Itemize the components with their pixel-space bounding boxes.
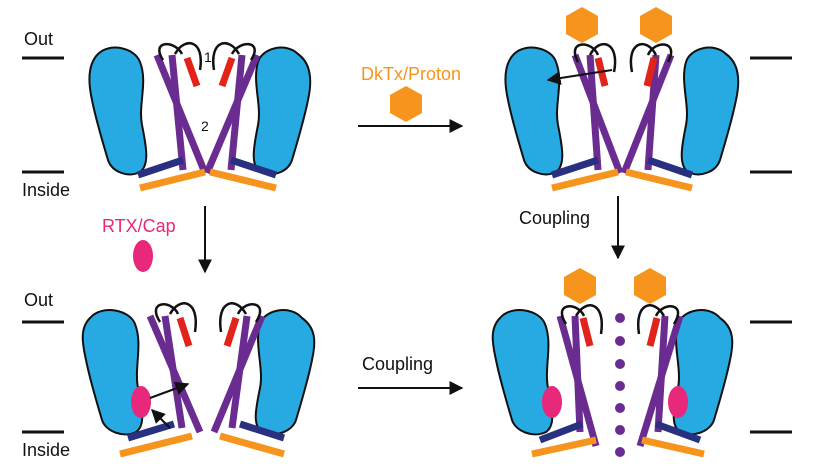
- label-dktx-proton: DkTx/Proton: [361, 64, 461, 84]
- linker-stub-right: [238, 420, 286, 442]
- toxin-hexagon-left: [566, 7, 598, 43]
- label-coupling-horizontal: Coupling: [362, 354, 433, 374]
- helix-s5-left: [161, 315, 186, 429]
- ion-dot: [615, 403, 625, 413]
- rtx-ligand-bound: [131, 386, 151, 418]
- marker-2: 2: [201, 118, 209, 134]
- trp-bar-left: [139, 168, 206, 192]
- ligand-push-arrow: [149, 381, 190, 399]
- label-coupling-vertical: Coupling: [519, 208, 590, 228]
- pore-loop-right: [218, 302, 262, 333]
- linker-stub-right: [646, 156, 694, 179]
- label-rtx-cap: RTX/Cap: [102, 216, 176, 236]
- trp-bar-right: [219, 432, 285, 458]
- ion-permeation-dots: [615, 313, 625, 457]
- ion-dot: [615, 447, 625, 457]
- trp-bar-right: [209, 168, 277, 192]
- pore-helix-left: [183, 56, 201, 88]
- pore-loop-right: [211, 42, 256, 71]
- pore-loop-left: [158, 42, 203, 71]
- linker-stub-right: [229, 156, 278, 179]
- proton-hexagon: [390, 86, 422, 122]
- ion-dot: [615, 381, 625, 391]
- rtx-ligand: [133, 240, 153, 272]
- pore-loop-left: [560, 304, 604, 335]
- pore-helix-movement-arrow: [546, 69, 613, 85]
- label-inside: Inside: [22, 180, 70, 200]
- pore-loop-left: [154, 302, 198, 333]
- pore-helix-right: [646, 317, 661, 347]
- label-out: Out: [24, 290, 53, 310]
- helix-s6-right: [620, 53, 675, 175]
- voltage-sensor-left: [491, 309, 554, 436]
- linker-stub-left: [136, 156, 185, 179]
- linker-stub-right: [654, 420, 702, 444]
- helix-s5-right: [228, 315, 251, 429]
- linker-stub-left: [126, 420, 176, 442]
- panel-closed: Out Inside 1 2: [22, 29, 312, 200]
- pore-helix-right: [223, 316, 240, 348]
- voltage-sensor-right: [254, 309, 316, 436]
- voltage-sensor-left: [81, 309, 144, 436]
- voltage-sensor-left: [504, 46, 564, 176]
- helix-s5-left: [571, 315, 584, 433]
- label-inside: Inside: [22, 440, 70, 460]
- pore-loop-right: [629, 43, 673, 73]
- pore-loop-left: [573, 43, 617, 73]
- ion-dot: [615, 336, 625, 346]
- marker-1: 1: [204, 49, 212, 65]
- rtx-ligand-bound-left: [542, 386, 562, 418]
- toxin-hexagon-right: [640, 7, 672, 43]
- ion-dot: [615, 425, 625, 435]
- ion-dot: [615, 359, 625, 369]
- rtx-ligand-bound-right: [668, 386, 688, 418]
- trp-bar-right: [625, 168, 693, 192]
- pore-helix-right: [218, 56, 236, 88]
- helix-s5-right: [654, 315, 669, 433]
- pore-helix-left: [176, 316, 193, 348]
- trp-bar-left: [531, 436, 597, 458]
- voltage-sensor-right: [252, 46, 312, 176]
- voltage-sensor-right: [680, 46, 740, 176]
- toxin-hexagon-right: [634, 268, 666, 304]
- pore-loop-right: [636, 304, 680, 335]
- trp-bar-right: [641, 436, 705, 458]
- panel-toxin-bound: [504, 7, 792, 192]
- pore-helix-right: [643, 57, 658, 87]
- voltage-sensor-left: [88, 46, 148, 176]
- helix-s5-right: [644, 54, 660, 171]
- ion-dot: [615, 313, 625, 323]
- linker-stub-left: [538, 420, 584, 444]
- label-out: Out: [24, 29, 53, 49]
- transitions: DkTx/Proton RTX/Cap Coupling Coupling: [102, 64, 625, 395]
- pore-helix-left: [579, 317, 594, 347]
- trp-bar-left: [551, 168, 619, 192]
- panel-vanilloid-bound: Out Inside: [22, 290, 316, 460]
- panel-open: [491, 268, 792, 458]
- ligand-pull-arrow: [151, 409, 171, 429]
- helix-s6-right: [203, 53, 261, 175]
- linker-stub-left: [550, 156, 600, 179]
- helix-s5-right: [227, 54, 246, 171]
- toxin-hexagon-left: [564, 268, 596, 304]
- trp-bar-left: [119, 432, 193, 458]
- helix-s5-left: [168, 54, 187, 171]
